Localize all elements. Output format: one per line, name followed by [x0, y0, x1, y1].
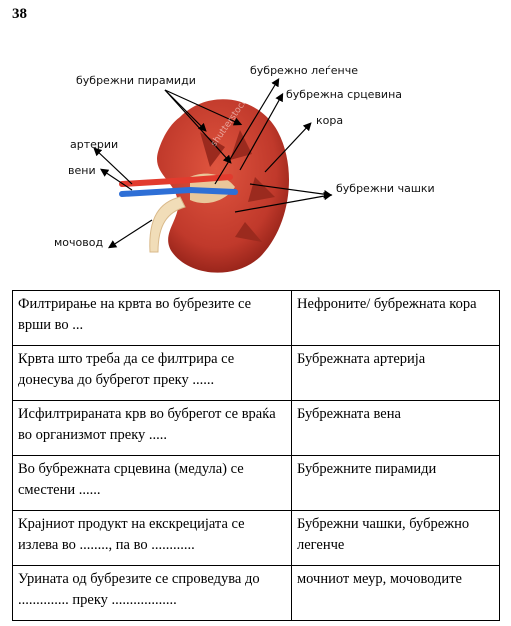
kidney-illustration: shutterstock — [93, 77, 333, 273]
question-cell: Исфилтрираната крв во бубрегот се враќа … — [12, 400, 292, 456]
label-arteries: артерии — [70, 138, 119, 151]
arrow-veins — [100, 168, 133, 191]
question-cell: Урината од бубрезите се спроведува до ..… — [12, 565, 292, 621]
answer-cell: мочниот меур, мочоводите — [291, 565, 500, 621]
ureter — [149, 196, 186, 253]
answer-cell: Бубрежните пирамиди — [291, 455, 500, 511]
page-number: 38 — [12, 6, 27, 22]
arrow-ureter — [107, 219, 153, 249]
renal-vein — [119, 186, 238, 197]
table-row: Крајниот продукт на екскрецијата се изле… — [12, 510, 500, 566]
label-cortex: кора — [316, 114, 344, 127]
answer-cell: Бубрежната артерија — [291, 345, 500, 401]
question-cell: Филтрирање на крвта во бубрезите се врши… — [12, 290, 292, 346]
arrow-cortex — [264, 122, 312, 173]
table-row: Крвта што треба да се филтрира се донесу… — [12, 345, 500, 401]
answer-cell: Бубрежната вена — [291, 400, 500, 456]
label-pelvis: бубрежно леѓенче — [250, 64, 358, 77]
renal-pyramid — [200, 132, 225, 167]
question-cell: Крајниот продукт на екскрецијата се изле… — [12, 510, 292, 566]
answer-cell: Нефроните/ бубрежната кора — [291, 290, 500, 346]
label-calyces: бубрежни чашки — [336, 182, 435, 195]
question-cell: Во бубрежната срцевина (медула) се смест… — [12, 455, 292, 511]
label-veins: вени — [68, 164, 96, 177]
renal-artery — [119, 174, 233, 187]
answer-cell: Бубрежни чашки, бубрежно легенче — [291, 510, 500, 566]
renal-pyramid — [230, 130, 252, 160]
renal-pyramid — [248, 177, 275, 202]
label-ureter: мочовод — [54, 236, 104, 249]
question-answer-table: Филтрирање на крвта во бубрезите се врши… — [12, 290, 500, 621]
table-row: Филтрирање на крвта во бубрезите се врши… — [12, 290, 500, 346]
table-row: Во бубрежната срцевина (медула) се смест… — [12, 455, 500, 511]
table-row: Урината од бубрезите се спроведува до ..… — [12, 565, 500, 621]
question-cell: Крвта што треба да се филтрира се донесу… — [12, 345, 292, 401]
arrow-arteries — [93, 147, 133, 185]
arrow-medulla — [239, 92, 284, 171]
arrow-pelvis — [214, 77, 280, 185]
label-medulla: бубрежна срцевина — [286, 88, 403, 101]
table-row: Исфилтрираната крв во бубрегот се враќа … — [12, 400, 500, 456]
kidney-diagram: shutterstock бубрежни пирамиди бубрежно … — [40, 52, 440, 282]
arrow-calyces — [249, 183, 333, 199]
label-pyramids: бубрежни пирамиди — [76, 74, 196, 87]
renal-pyramid — [235, 222, 262, 242]
